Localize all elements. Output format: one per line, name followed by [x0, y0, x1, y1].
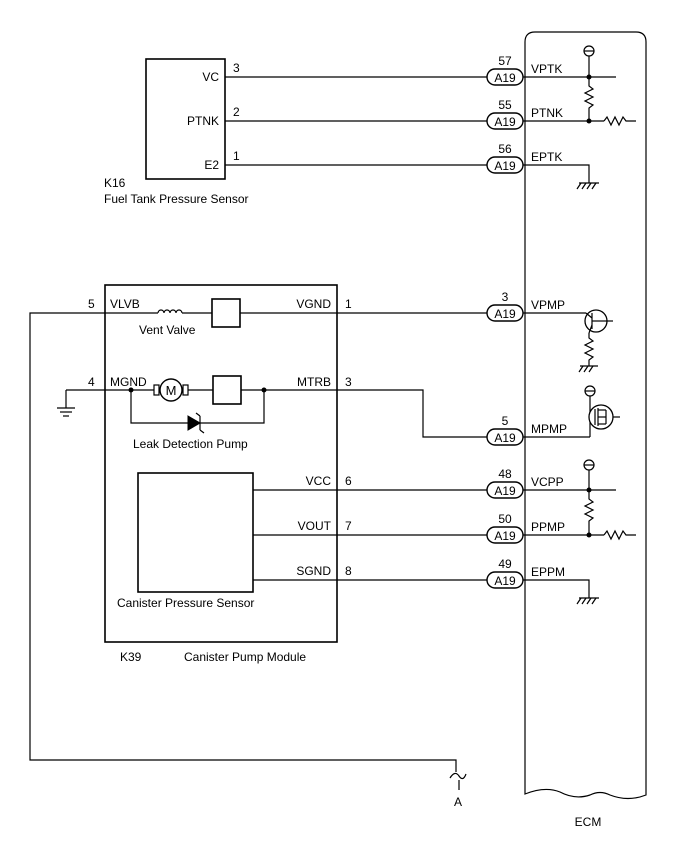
- k39-pin-label-vcc: VCC: [306, 474, 332, 488]
- resistor-icon: [583, 490, 595, 535]
- ecm-wire-eptk: [523, 164, 590, 183]
- connector-label: A19: [494, 115, 516, 129]
- resistor-icon: [603, 529, 636, 541]
- k39-pin-label-mtrb: MTRB: [297, 375, 331, 389]
- k39-pin-num-7: 7: [345, 519, 352, 533]
- power-source-icon: [583, 459, 595, 490]
- power-source-icon: [584, 385, 596, 404]
- k16-pin-num-3: 3: [233, 61, 240, 75]
- k39-pin-num-3: 3: [345, 375, 352, 389]
- resistor-icon: [583, 77, 595, 121]
- terminal-num: 49: [498, 557, 512, 571]
- ecm-terminal-vptk: VPTK: [531, 62, 562, 76]
- k16-pin-label-ptnk: PTNK: [187, 114, 219, 128]
- ground-icon: [576, 182, 599, 190]
- k39-name: Canister Pump Module: [184, 650, 306, 664]
- k39-code: K39: [120, 650, 142, 664]
- pressure-sensor-label: Canister Pressure Sensor: [117, 596, 254, 610]
- ground-icon: [576, 597, 599, 605]
- k16-box: [145, 58, 226, 180]
- k39-pin-num-8: 8: [345, 564, 352, 578]
- connector-a19-49: A19 49: [486, 557, 524, 589]
- wire-vlvb-offpage: [29, 312, 457, 772]
- vent-valve-box: [211, 298, 241, 328]
- ecm-terminal-ptnk: PTNK: [531, 106, 563, 120]
- connector-a19-56: A19 56: [486, 142, 524, 174]
- k39-pin-num-6: 6: [345, 474, 352, 488]
- resistor-icon: [603, 115, 636, 127]
- resistor-icon: [583, 333, 595, 366]
- terminal-num: 55: [498, 98, 512, 112]
- connector-a19-5: A19 5: [486, 414, 524, 446]
- k39-pin-label-vout: VOUT: [298, 519, 332, 533]
- wire-break-icon: [449, 772, 467, 780]
- connector-a19-48: A19 48: [486, 467, 524, 499]
- connector-label: A19: [494, 71, 516, 85]
- motor-icon: M: [153, 378, 189, 402]
- k16-pin-num-2: 2: [233, 105, 240, 119]
- pressure-sensor-box: [137, 472, 254, 593]
- connector-label: A19: [494, 431, 516, 445]
- terminal-num: 48: [498, 467, 512, 481]
- ecm-wire-eppm: [523, 579, 590, 598]
- power-source-icon: [583, 45, 595, 77]
- ecm-terminal-vpmp: VPMP: [531, 298, 565, 312]
- junction-dot: [586, 118, 592, 124]
- ecm-terminal-mpmp: MPMP: [531, 422, 567, 436]
- k39-pin-label-vlvb: VLVB: [110, 297, 140, 311]
- k16-pin-label-e2: E2: [204, 158, 219, 172]
- terminal-num: 56: [498, 142, 512, 156]
- ecm-terminal-eppm: EPPM: [531, 565, 565, 579]
- terminal-num: 5: [502, 414, 509, 428]
- k39-pin-label-vgnd: VGND: [296, 297, 331, 311]
- solenoid-coil-icon: [157, 309, 183, 314]
- ecm-terminal-ppmp: PPMP: [531, 520, 565, 534]
- k16-code: K16: [104, 176, 126, 190]
- pump-label: Leak Detection Pump: [133, 437, 248, 451]
- ecm-label: ECM: [575, 815, 602, 829]
- connector-label: A19: [494, 307, 516, 321]
- vent-valve-label: Vent Valve: [139, 323, 196, 337]
- connector-a19-3: A19 3: [486, 290, 524, 322]
- connector-a19-55: A19 55: [486, 98, 524, 130]
- wire-mpmp: [337, 389, 487, 438]
- k39-pin-num-4: 4: [88, 375, 95, 389]
- pump-box: [212, 375, 242, 405]
- k39-pin-num-5: 5: [88, 297, 95, 311]
- connector-a19-57: A19 57: [486, 54, 524, 86]
- k39-pin-label-mgnd: MGND: [110, 375, 147, 389]
- motor-symbol: M: [166, 383, 177, 398]
- connector-label: A19: [494, 574, 516, 588]
- ecm-terminal-eptk: EPTK: [531, 150, 562, 164]
- connector-label: A19: [494, 159, 516, 173]
- k39-pin-label-sgnd: SGND: [296, 564, 331, 578]
- connector-label: A19: [494, 529, 516, 543]
- terminal-num: 50: [498, 512, 512, 526]
- ground-icon: [578, 365, 598, 373]
- ecm-outline: [524, 31, 647, 800]
- k16-pin-label-vc: VC: [202, 70, 219, 84]
- terminal-num: 57: [498, 54, 512, 68]
- ecm-terminal-vcpp: VCPP: [531, 475, 564, 489]
- ground-icon: [57, 390, 75, 417]
- diode-icon: [187, 412, 205, 434]
- offpage-ref-a: A: [454, 795, 462, 809]
- mosfet-icon: [588, 404, 620, 430]
- k16-pin-num-1: 1: [233, 149, 240, 163]
- connector-a19-50: A19 50: [486, 512, 524, 544]
- transistor-icon: [584, 309, 613, 334]
- terminal-num: 3: [502, 290, 509, 304]
- junction-dot: [586, 532, 592, 538]
- k39-pin-num-1: 1: [345, 297, 352, 311]
- k16-name: Fuel Tank Pressure Sensor: [104, 192, 249, 206]
- connector-label: A19: [494, 484, 516, 498]
